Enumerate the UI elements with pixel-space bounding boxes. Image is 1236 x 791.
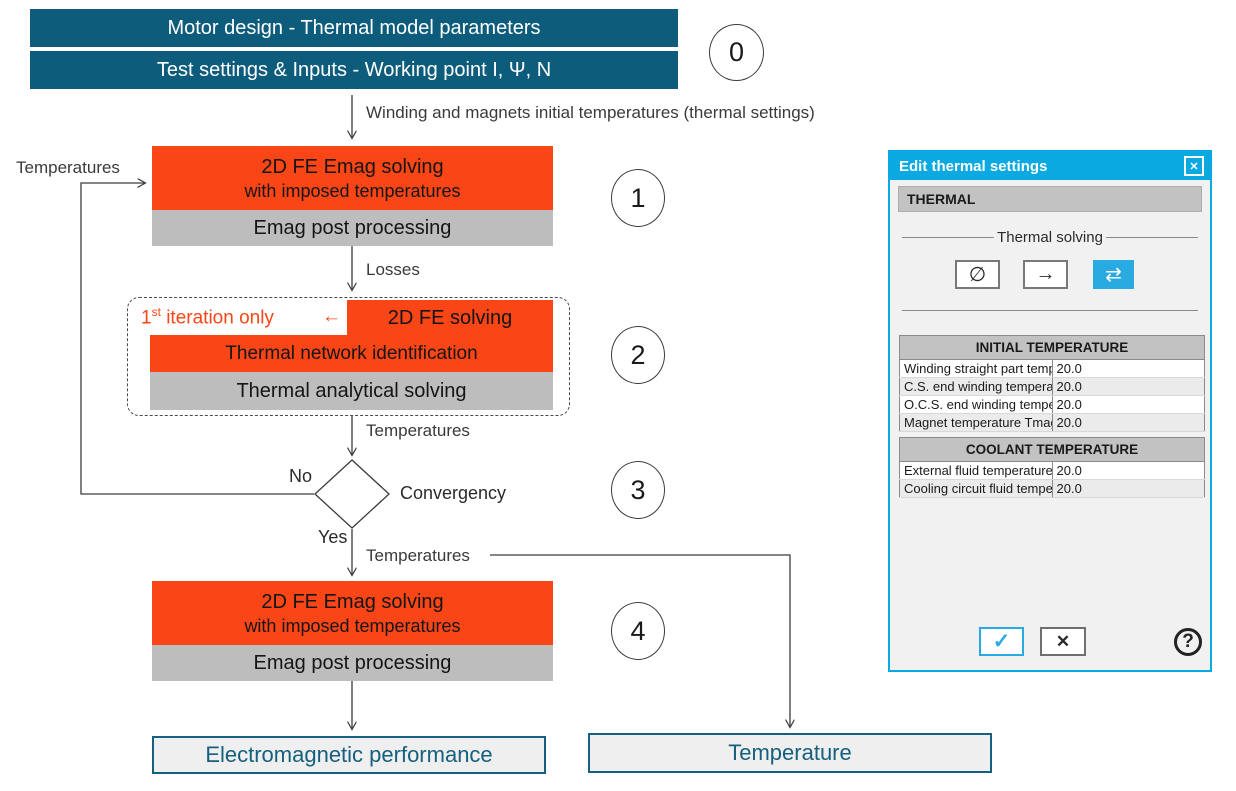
block-fe-solving: 2D FE solving (347, 300, 553, 335)
table-row: Cooling circuit fluid temperature (°C) 2… (899, 479, 1205, 498)
block-thermal-analytical: Thermal analytical solving (150, 372, 553, 410)
table-row: Winding straight part temperature (°C) 2… (899, 359, 1205, 378)
initial-temperature-table: INITIAL TEMPERATURE Winding straight par… (899, 335, 1205, 432)
edge-label-temperatures-output: Temperatures (366, 546, 470, 565)
step-circle-2: 2 (611, 326, 665, 384)
step-circle-4: 4 (611, 602, 665, 660)
block-fe-solving-label: 2D FE solving (387, 306, 513, 329)
one-way-solving-button[interactable]: → (1023, 260, 1068, 289)
edge-label-losses: Losses (366, 260, 420, 279)
block-emag-solving-top-line2: with imposed temperatures (244, 181, 461, 201)
thermal-section-header: THERMAL (898, 186, 1202, 212)
decision-yes-label: Yes (318, 527, 348, 547)
param-value[interactable]: 20.0 (1051, 377, 1205, 396)
group-line-left (902, 237, 995, 238)
dialog-separator (902, 310, 1198, 311)
param-label: External fluid temperature (°C) (899, 461, 1053, 480)
block-emag-solving-bottom-line2: with imposed temperatures (244, 616, 461, 636)
edge-label-temperatures-feedback: Temperatures (16, 158, 120, 177)
block-thermal-network: Thermal network identification (150, 335, 553, 372)
param-label: Cooling circuit fluid temperature (°C) (899, 479, 1053, 498)
cancel-button[interactable]: ✕ (1040, 627, 1086, 656)
output-temperature: Temperature (588, 733, 992, 773)
thermal-solving-group: Thermal solving (902, 229, 1198, 246)
edge-no-feedback (80, 183, 314, 495)
thermal-solving-label: Thermal solving (997, 229, 1103, 246)
output-electromagnetic-performance: Electromagnetic performance (152, 736, 546, 774)
iterative-solving-button[interactable]: ⇄ (1093, 260, 1134, 289)
param-label: O.C.S. end winding temperature (°C) (899, 395, 1053, 414)
coolant-temperature-header: COOLANT TEMPERATURE (899, 437, 1205, 462)
table-row: O.C.S. end winding temperature (°C) 20.0 (899, 395, 1205, 414)
param-value[interactable]: 20.0 (1051, 461, 1205, 480)
block-emag-solving-top-line1: 2D FE Emag solving (261, 156, 444, 178)
convergency-diamond (314, 459, 390, 529)
dialog-title: Edit thermal settings (899, 157, 1048, 175)
no-thermal-solving-button[interactable]: ∅ (955, 260, 1000, 289)
param-value[interactable]: 20.0 (1051, 479, 1205, 498)
block-thermal-network-label: Thermal network identification (225, 342, 478, 364)
group-line-right (1105, 237, 1198, 238)
param-value[interactable]: 20.0 (1051, 359, 1205, 378)
help-icon[interactable]: ? (1174, 628, 1202, 656)
edge-label-initial-temperatures: Winding and magnets initial temperatures… (366, 103, 815, 122)
table-row: Magnet temperature Tmag (°C) 20.0 (899, 413, 1205, 432)
first-iteration-label: 1st iteration only ← (141, 301, 341, 333)
block-emag-solving-top: 2D FE Emag solving with imposed temperat… (152, 146, 553, 210)
step-circle-0: 0 (709, 24, 764, 81)
edit-thermal-settings-dialog: Edit thermal settings ✕ THERMAL Thermal … (888, 150, 1212, 672)
input-box-test-settings: Test settings & Inputs - Working point I… (30, 51, 678, 89)
left-arrow-icon: ← (322, 306, 341, 327)
block-emag-post-bottom: Emag post processing (152, 645, 553, 681)
param-value[interactable]: 20.0 (1051, 395, 1205, 414)
edge-label-temperatures-to-decision: Temperatures (366, 421, 470, 440)
param-value[interactable]: 20.0 (1051, 413, 1205, 432)
block-emag-solving-bottom-line1: 2D FE Emag solving (261, 591, 444, 613)
block-emag-solving-bottom: 2D FE Emag solving with imposed temperat… (152, 581, 553, 645)
initial-temperature-header: INITIAL TEMPERATURE (899, 335, 1205, 360)
edge-temperatures-output (490, 554, 790, 727)
decision-convergency-label: Convergency (400, 483, 507, 503)
decision-no-label: No (288, 466, 312, 486)
table-row: External fluid temperature (°C) 20.0 (899, 461, 1205, 480)
ok-button[interactable]: ✓ (979, 627, 1024, 656)
step-circle-3: 3 (611, 461, 665, 519)
block-emag-post-top: Emag post processing (152, 210, 553, 246)
table-row: C.S. end winding temperature (°C) 20.0 (899, 377, 1205, 396)
dialog-titlebar[interactable]: Edit thermal settings (890, 152, 1210, 180)
input-box-motor-design: Motor design - Thermal model parameters (30, 9, 678, 47)
coolant-temperature-table: COOLANT TEMPERATURE External fluid tempe… (899, 437, 1205, 498)
param-label: Winding straight part temperature (°C) (899, 359, 1053, 378)
step-circle-1: 1 (611, 169, 665, 227)
close-icon[interactable]: ✕ (1184, 156, 1204, 176)
param-label: Magnet temperature Tmag (°C) (899, 413, 1053, 432)
first-iteration-text: 1st iteration only (141, 304, 274, 329)
param-label: C.S. end winding temperature (°C) (899, 377, 1053, 396)
